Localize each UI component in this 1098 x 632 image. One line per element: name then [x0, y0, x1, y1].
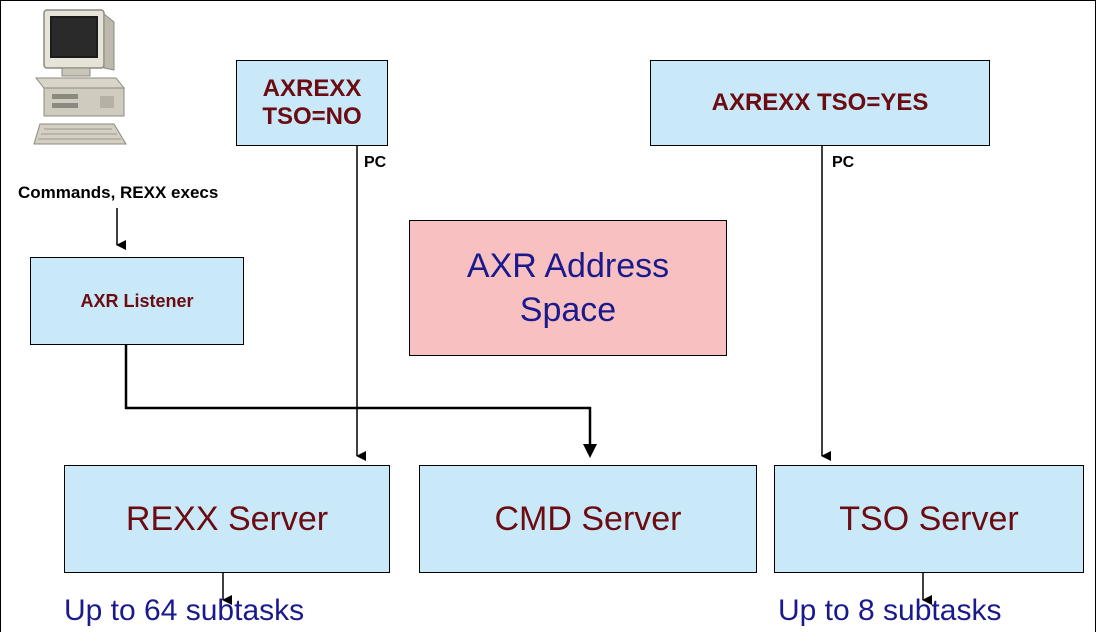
commands-label: Commands, REXX execs [18, 183, 219, 202]
axr-address-space-box: AXR Address Space [409, 220, 727, 356]
axrexx-tso-no-box: AXREXX TSO=NO [236, 60, 388, 146]
axr-listener-label: AXR Listener [80, 290, 194, 311]
cmd-server-box: CMD Server [419, 465, 757, 573]
cmd-server-label: CMD Server [494, 499, 682, 538]
pc-label-left: PC [364, 154, 387, 171]
axrexx-tso-yes-box: AXREXX TSO=YES [650, 60, 990, 146]
axr-listener-box: AXR Listener [30, 257, 244, 345]
axrexx-tso-no-label: AXREXX TSO=NO [262, 75, 362, 130]
axrexx-tso-yes-label: AXREXX TSO=YES [711, 89, 929, 116]
address-space-line1: AXR Address [466, 247, 670, 285]
subtasks-left-label: Up to 64 subtasks [64, 594, 305, 627]
rexx-server-box: REXX Server [64, 465, 390, 573]
rexx-server-label: REXX Server [125, 499, 329, 538]
tso-server-label: TSO Server [839, 499, 1019, 538]
tso-server-box: TSO Server [774, 465, 1084, 573]
subtasks-right-label: Up to 8 subtasks [778, 594, 1002, 627]
computer-icon [33, 9, 127, 145]
address-space-line2: Space [519, 291, 617, 329]
pc-label-right: PC [832, 154, 855, 171]
line-listener-to-cmd [124, 345, 592, 450]
